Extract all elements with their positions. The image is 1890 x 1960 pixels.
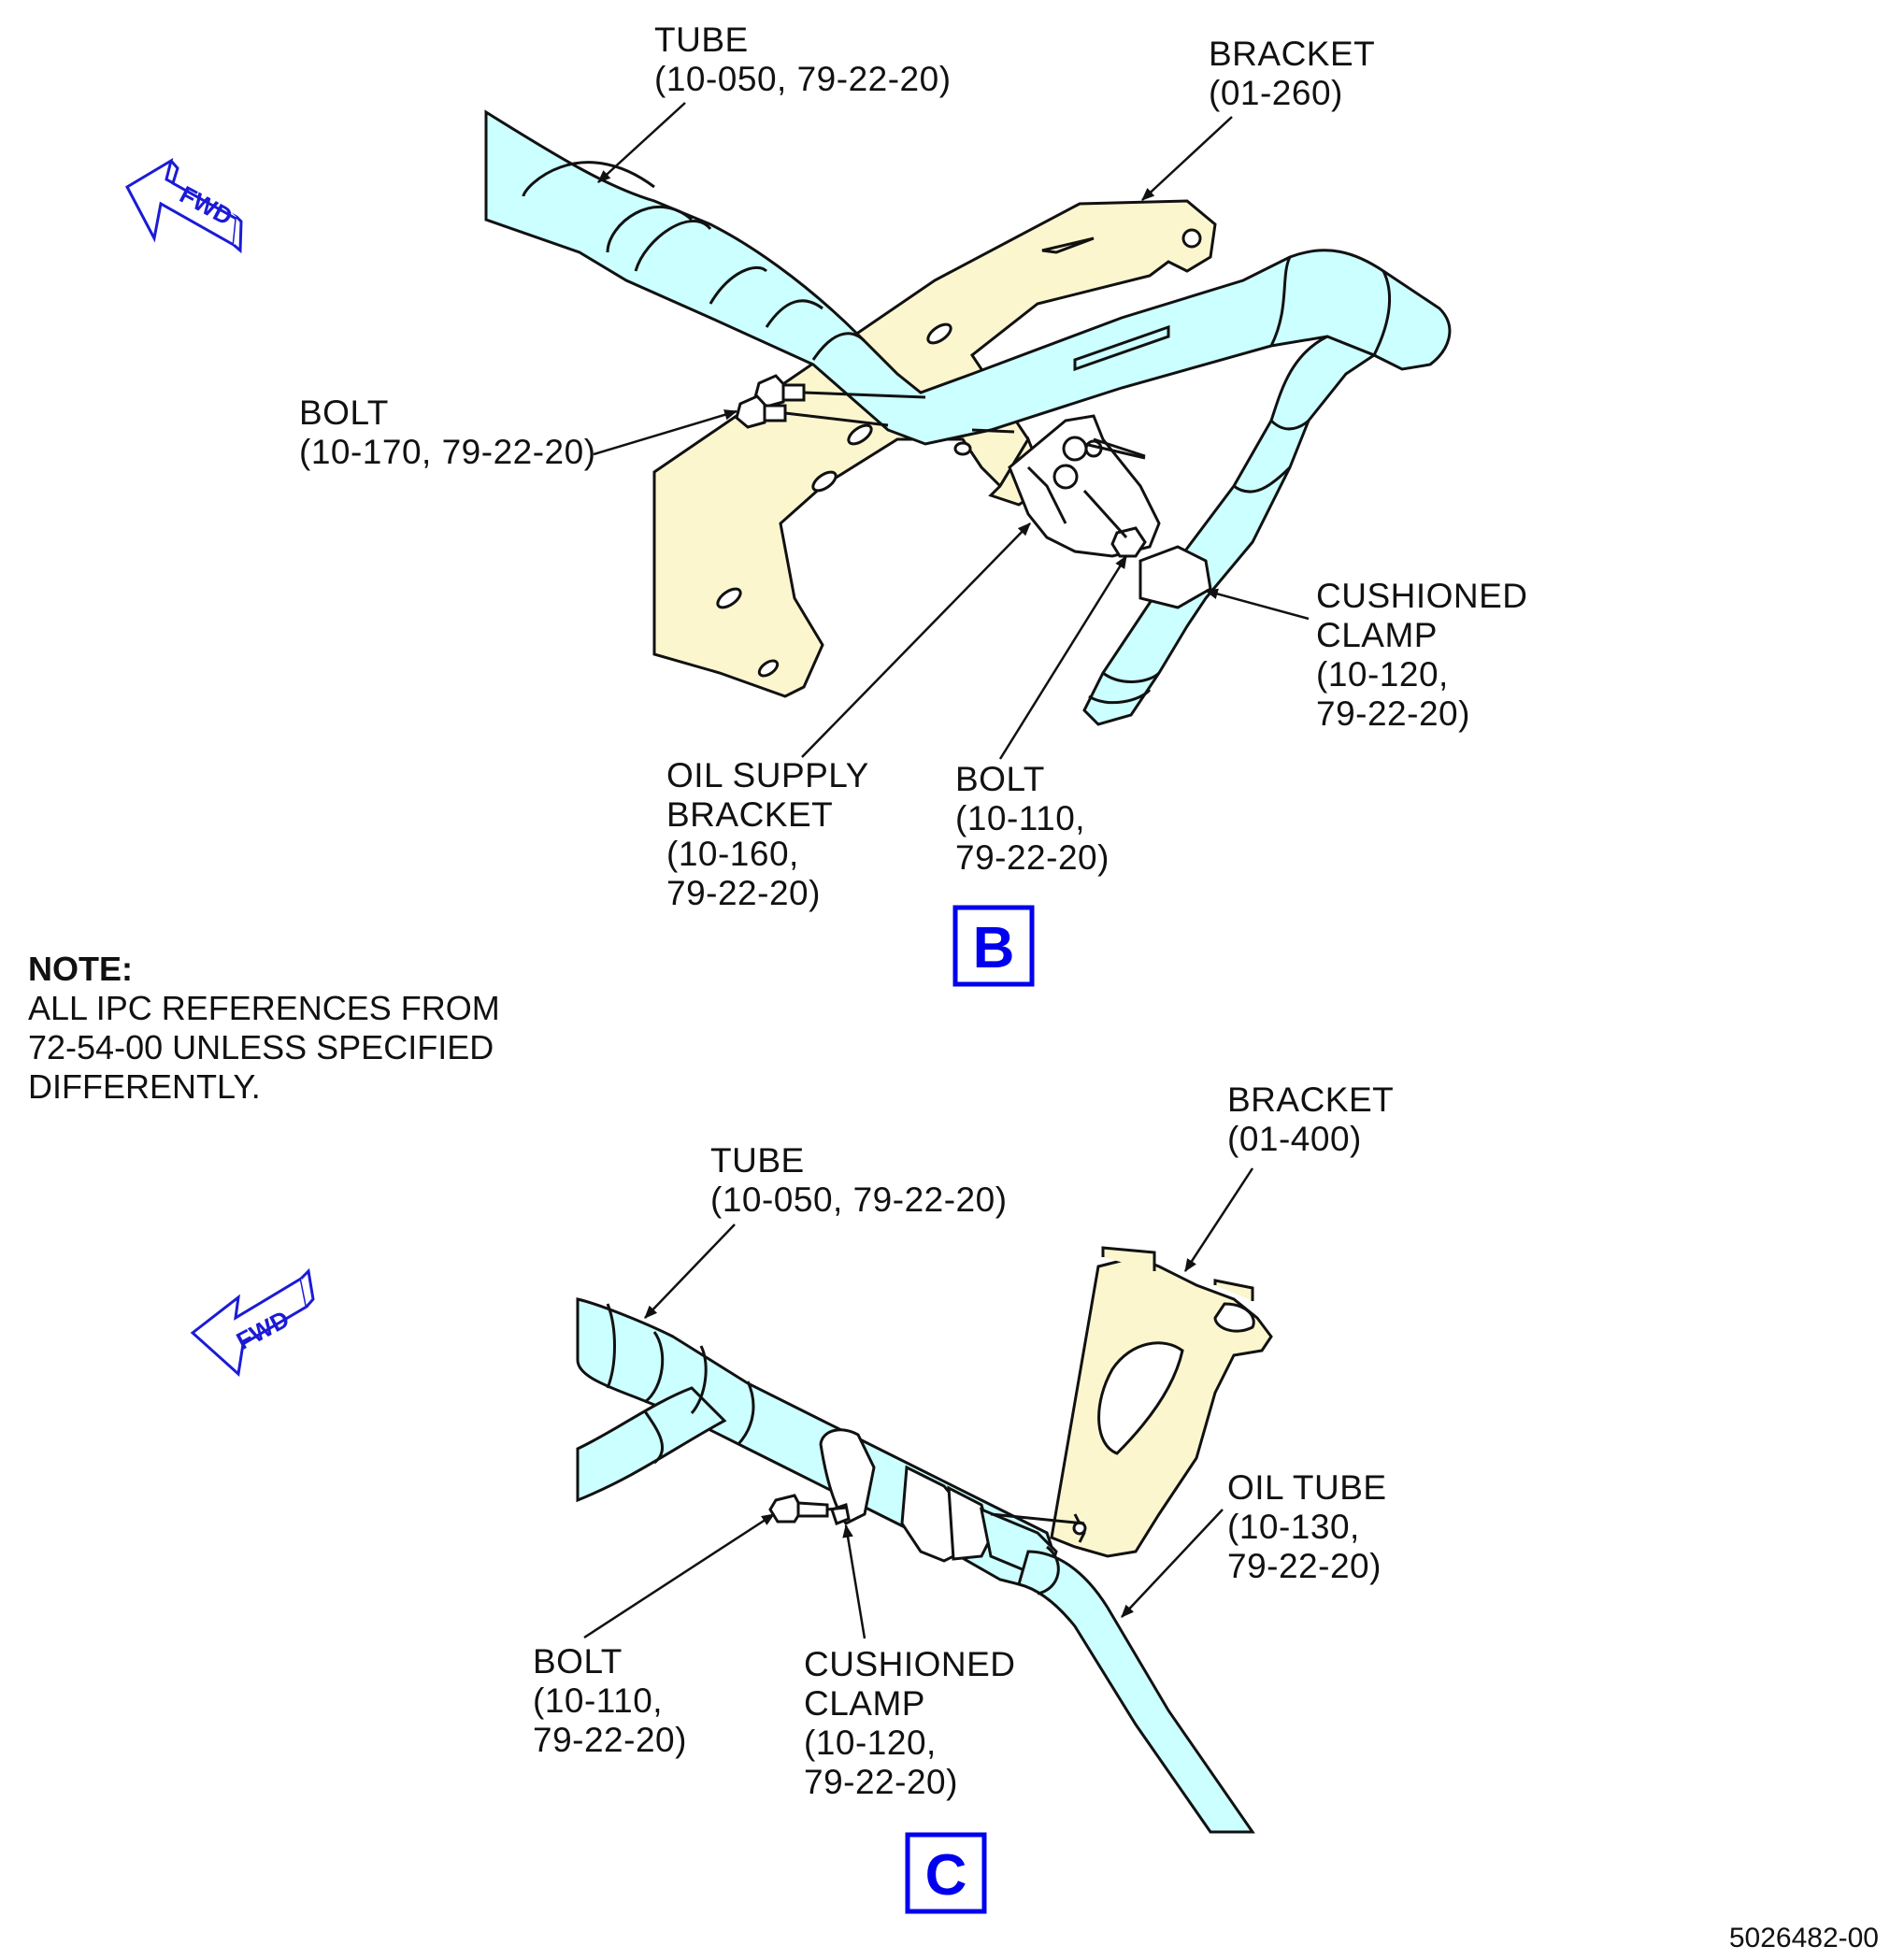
tube-coupling-c <box>900 1465 1058 1582</box>
view-c-marker <box>905 1832 987 1914</box>
svg-text:BRACKET: BRACKET <box>1227 1080 1394 1119</box>
oil-tube-descending-b <box>1082 335 1378 726</box>
svg-text:OIL SUPPLY: OIL SUPPLY <box>666 756 869 794</box>
bolt-10-110-b <box>1082 442 1147 558</box>
svg-text:(10-120,: (10-120, <box>1316 655 1449 694</box>
view-c-callouts: TUBE (10-050, 79-22-20) BRACKET (01-400)… <box>533 1080 1394 1801</box>
svg-text:(10-110,: (10-110, <box>533 1681 663 1720</box>
callout-cushioned-clamp-b: CUSHIONED CLAMP (10-120, 79-22-20) <box>1204 577 1528 733</box>
svg-text:79-22-20): 79-22-20) <box>1316 694 1470 733</box>
svg-text:BOLT: BOLT <box>299 393 389 432</box>
fwd-arrow-icon-b: FWD <box>125 157 243 254</box>
oil-tube-10-130 <box>1017 1545 1255 1834</box>
figure-number: 5026482-00 <box>1729 1923 1879 1953</box>
svg-text:(01-400): (01-400) <box>1227 1120 1362 1158</box>
svg-text:(10-050, 79-22-20): (10-050, 79-22-20) <box>654 60 952 98</box>
view-b-callouts: TUBE (10-050, 79-22-20) BRACKET (01-260)… <box>299 21 1528 912</box>
note-heading: NOTE: <box>28 950 133 988</box>
view-c-drawing: FWD C <box>190 1246 1273 1914</box>
svg-text:(10-110,: (10-110, <box>955 799 1085 837</box>
bolt-10-110-c <box>768 1494 847 1524</box>
callout-bolt-10-110-c: BOLT (10-110, 79-22-20) <box>533 1512 775 1759</box>
svg-text:BRACKET: BRACKET <box>1209 35 1375 73</box>
tube-10-050-b <box>484 109 1452 446</box>
view-b-marker <box>952 905 1035 987</box>
svg-text:TUBE: TUBE <box>654 21 749 59</box>
callout-cushioned-clamp-c: CUSHIONED CLAMP (10-120, 79-22-20) <box>804 1524 1016 1801</box>
svg-text:79-22-20): 79-22-20) <box>955 838 1110 877</box>
svg-text:(10-160,: (10-160, <box>666 835 799 873</box>
svg-text:79-22-20): 79-22-20) <box>804 1763 958 1801</box>
callout-bracket-c: BRACKET (01-400) <box>1183 1080 1394 1272</box>
svg-text:BOLT: BOLT <box>533 1642 623 1681</box>
svg-text:(10-120,: (10-120, <box>804 1724 937 1762</box>
view-c-letter: C <box>925 1843 967 1908</box>
oil-supply-bracket <box>1008 414 1161 558</box>
svg-text:CUSHIONED: CUSHIONED <box>1316 577 1528 615</box>
svg-text:OIL TUBE: OIL TUBE <box>1227 1468 1387 1507</box>
svg-text:CLAMP: CLAMP <box>1316 616 1438 654</box>
callout-tube-b: TUBE (10-050, 79-22-20) <box>597 21 952 183</box>
cushioned-clamp-c <box>819 1428 876 1525</box>
svg-text:(01-260): (01-260) <box>1209 74 1343 112</box>
callout-tube-c: TUBE (10-050, 79-22-20) <box>644 1141 1008 1319</box>
svg-text:(10-130,: (10-130, <box>1227 1508 1360 1546</box>
svg-text:TUBE: TUBE <box>710 1141 805 1180</box>
view-b-drawing: FWD B <box>125 109 1452 987</box>
svg-text:79-22-20): 79-22-20) <box>666 874 821 912</box>
svg-text:(10-170, 79-22-20): (10-170, 79-22-20) <box>299 433 596 471</box>
note-block: NOTE: ALL IPC REFERENCES FROM 72-54-00 U… <box>28 950 500 1106</box>
callout-oil-supply-bracket: OIL SUPPLY BRACKET (10-160, 79-22-20) <box>666 522 1031 912</box>
note-line-2: 72-54-00 UNLESS SPECIFIED <box>28 1028 494 1066</box>
view-b-letter: B <box>973 916 1015 980</box>
bracket-01-400 <box>1050 1255 1273 1558</box>
callout-bolt-10-170: BOLT (10-170, 79-22-20) <box>299 393 738 471</box>
note-line-1: ALL IPC REFERENCES FROM <box>28 989 500 1027</box>
svg-text:BRACKET: BRACKET <box>666 795 833 834</box>
svg-text:79-22-20): 79-22-20) <box>533 1721 687 1759</box>
svg-text:CLAMP: CLAMP <box>804 1684 925 1723</box>
note-line-3: DIFFERENTLY. <box>28 1067 261 1106</box>
svg-text:BOLT: BOLT <box>955 760 1045 798</box>
svg-text:CUSHIONED: CUSHIONED <box>804 1645 1016 1683</box>
callout-oil-tube-c: OIL TUBE (10-130, 79-22-20) <box>1121 1468 1387 1618</box>
callout-bracket-b: BRACKET (01-260) <box>1141 35 1375 201</box>
bolts-10-170 <box>735 374 926 429</box>
callout-bolt-10-110-b: BOLT (10-110, 79-22-20) <box>955 555 1128 877</box>
svg-text:79-22-20): 79-22-20) <box>1227 1547 1382 1585</box>
fwd-arrow-icon-c: FWD <box>190 1267 315 1377</box>
svg-text:(10-050, 79-22-20): (10-050, 79-22-20) <box>710 1180 1008 1219</box>
